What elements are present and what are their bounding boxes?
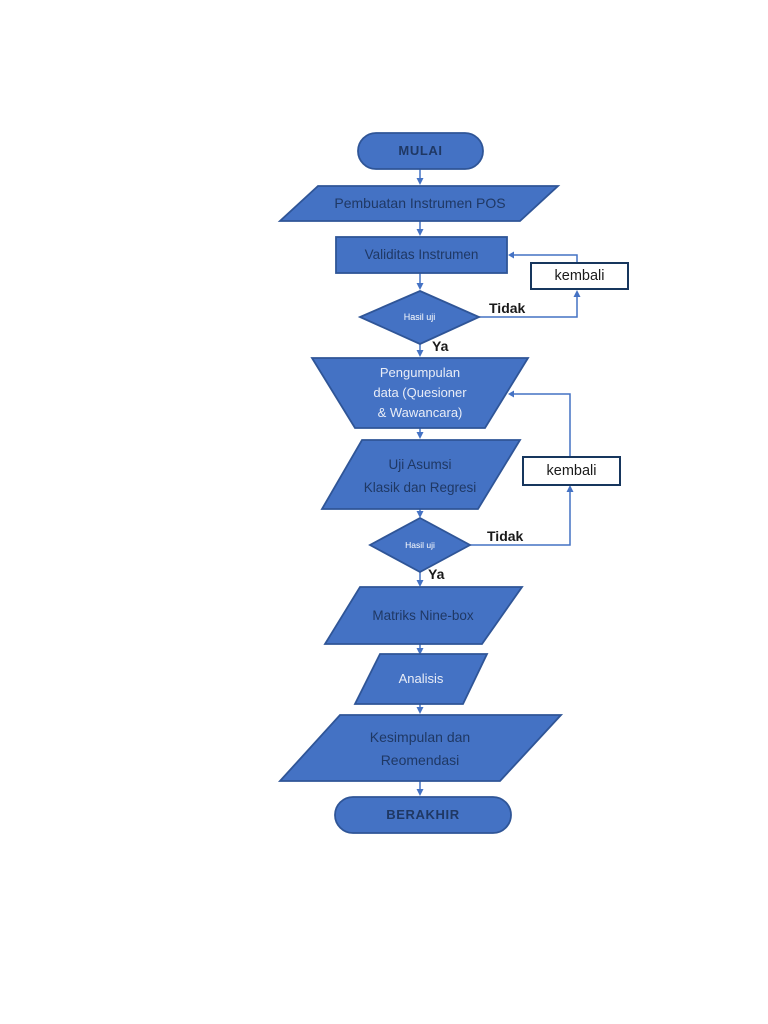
edge-label-tidak2: Tidak xyxy=(487,528,524,544)
loopbox-kembali2-shape xyxy=(522,456,621,486)
assumption-label: Uji Asumsi Klasik dan Regresi xyxy=(340,453,500,499)
process-conclusion-shape xyxy=(277,714,564,782)
end-label: BERAKHIR xyxy=(386,807,460,822)
assumption-label-line1: Uji Asumsi xyxy=(388,457,452,472)
connector-decision2-tidak xyxy=(470,492,571,546)
arrowhead-into-conclusion xyxy=(416,707,424,714)
conclusion-label: Kesimpulan dan Reomendasi xyxy=(330,726,510,772)
collect-label: Pengumpulan data (Quesioner & Wawancara) xyxy=(330,363,510,423)
instrument-label: Pembuatan Instrumen POS xyxy=(334,195,506,211)
arrowhead-into-analysis xyxy=(416,648,424,655)
arrowhead-into-validity xyxy=(416,229,424,236)
collect-label-line1: Pengumpulan xyxy=(379,365,461,380)
kembali1-label: kembali xyxy=(554,268,605,284)
arrowhead-into-collect xyxy=(416,350,424,357)
process-instrument-shape xyxy=(277,185,561,222)
process-analysis-shape xyxy=(353,653,489,705)
decision1-shape xyxy=(357,290,482,345)
edge-label-ya1: Ya xyxy=(432,338,449,354)
arrowhead-into-validity-side xyxy=(508,251,514,259)
arrowhead-into-instrument xyxy=(416,178,424,185)
process-assumption-shape xyxy=(320,439,522,510)
arrowhead-into-kembali2 xyxy=(566,485,574,492)
decision2-label: Hasil uji xyxy=(405,540,435,550)
assumption-label-line2: Klasik dan Regresi xyxy=(363,480,477,495)
terminator-end-shape xyxy=(334,796,512,834)
validity-label: Validitas Instrumen xyxy=(364,247,479,262)
connector-kembali2-to-collect xyxy=(514,393,571,457)
loopbox-kembali1-shape xyxy=(530,262,629,290)
edge-label-ya2: Ya xyxy=(428,566,445,582)
connector-decision1-tidak xyxy=(479,297,578,318)
conclusion-label-line2: Reomendasi xyxy=(380,752,460,768)
decision1-label: Hasil uji xyxy=(403,312,436,322)
terminator-start-shape xyxy=(357,132,484,170)
arrowhead-into-decision1 xyxy=(416,283,424,290)
kembali2-label: kembali xyxy=(546,463,597,479)
analysis-label: Analisis xyxy=(398,671,444,686)
collect-label-line3: & Wawancara) xyxy=(377,405,463,420)
io-collect-shape xyxy=(310,357,530,429)
matrix-label: Matriks Nine-box xyxy=(372,608,474,623)
edge-label-tidak1: Tidak xyxy=(489,300,526,316)
process-matrix-shape xyxy=(323,586,524,645)
process-validity-shape xyxy=(335,236,508,274)
arrowhead-into-collect-side xyxy=(508,390,514,398)
collect-label-line2: data (Quesioner xyxy=(373,385,467,400)
arrowhead-into-matrix xyxy=(416,580,424,587)
arrowhead-into-decision2 xyxy=(416,511,424,518)
start-label: MULAI xyxy=(398,143,443,158)
decision2-shape xyxy=(368,516,472,574)
connector-kembali1-to-validity xyxy=(514,254,578,263)
arrowhead-into-assumption xyxy=(416,432,424,439)
arrowhead-into-kembali1 xyxy=(573,290,581,297)
arrowhead-into-end xyxy=(416,789,424,796)
conclusion-label-line1: Kesimpulan dan xyxy=(369,729,471,745)
